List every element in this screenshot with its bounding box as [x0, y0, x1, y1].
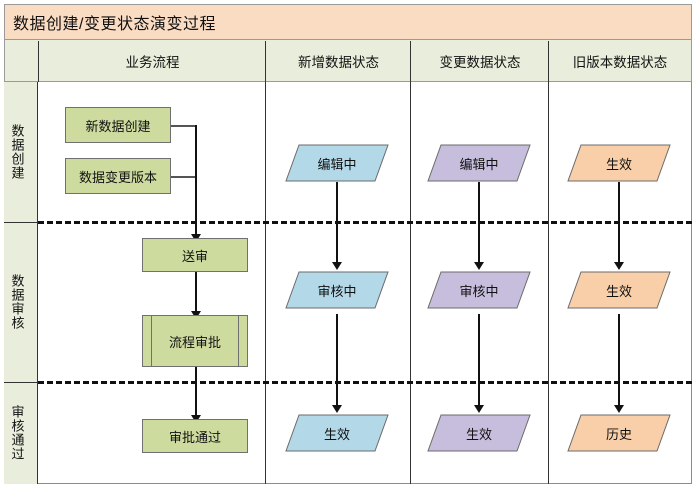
lane-label-approved: 审核通过: [9, 405, 25, 461]
state-node-old-version-active[interactable]: 生效: [567, 144, 671, 182]
edge-songshen-to-shenpi: [195, 271, 197, 315]
arrowhead-s3-s6: [614, 262, 624, 270]
edge-s1-to-s4: [336, 182, 338, 266]
diagram-title: 数据创建/变更状态演变过程: [13, 16, 216, 33]
arrowhead-s2-s5: [474, 262, 484, 270]
arrowhead-s5-s8: [474, 405, 484, 413]
column-header-changed-data: 变更数据状态: [439, 54, 521, 70]
edge-s5-to-s8: [478, 314, 480, 409]
process-node-workflow-approval[interactable]: 流程审批: [142, 315, 248, 367]
column-header-row: 业务流程 新增数据状态 变更数据状态 旧版本数据状态: [4, 40, 692, 82]
lane-separator-solid-2: [4, 382, 38, 383]
lane-label-review: 数据审核: [9, 274, 25, 330]
edge-n2-to-merge: [171, 176, 197, 178]
edge-shenpi-to-tongguo: [195, 367, 197, 419]
edge-n1-to-merge: [171, 125, 197, 127]
body-divider-process: [265, 82, 266, 484]
edge-s6-to-s9: [618, 314, 620, 409]
header-divider-3: [410, 41, 411, 82]
diagram-title-bar: 数据创建/变更状态演变过程: [4, 4, 692, 40]
header-divider-1: [38, 41, 39, 82]
column-header-process: 业务流程: [125, 54, 180, 70]
lane-label-create: 数据创建: [9, 124, 25, 180]
lane-separator-solid-1: [4, 222, 38, 223]
lane-divider-dashed-2: [38, 381, 692, 384]
header-divider-4: [548, 41, 549, 82]
arrowhead-s6-s9: [614, 405, 624, 413]
column-header-new-data: 新增数据状态: [298, 54, 379, 70]
header-divider-2: [265, 41, 266, 82]
process-node-approval-passed[interactable]: 审批通过: [142, 419, 248, 453]
edge-merge-to-songshen: [195, 125, 197, 238]
lane-label-column: [4, 82, 38, 484]
process-node-data-change-version[interactable]: 数据变更版本: [65, 158, 171, 194]
state-node-changed-data-editing[interactable]: 编辑中: [427, 144, 531, 182]
body-divider-changed-data: [548, 82, 549, 484]
process-node-new-data-create[interactable]: 新数据创建: [65, 107, 171, 143]
state-node-changed-data-reviewing[interactable]: 审核中: [427, 271, 531, 309]
state-node-old-version-history[interactable]: 历史: [567, 414, 671, 452]
column-header-lane: [5, 40, 39, 81]
diagram-outer-frame: [4, 4, 692, 484]
edge-s2-to-s5: [478, 182, 480, 266]
process-node-submit-review[interactable]: 送审: [142, 238, 248, 272]
edge-s3-to-s6: [618, 182, 620, 266]
lane-divider-dashed-1: [38, 221, 692, 224]
state-node-changed-data-active[interactable]: 生效: [427, 414, 531, 452]
arrowhead-s4-s7: [332, 405, 342, 413]
arrowhead-s1-s4: [332, 262, 342, 270]
body-divider-new-data: [410, 82, 411, 484]
state-node-new-data-editing[interactable]: 编辑中: [285, 144, 389, 182]
state-node-new-data-reviewing[interactable]: 审核中: [285, 271, 389, 309]
state-node-new-data-active[interactable]: 生效: [285, 414, 389, 452]
edge-s4-to-s7: [336, 314, 338, 409]
state-node-old-version-active-review[interactable]: 生效: [567, 271, 671, 309]
column-header-old-version: 旧版本数据状态: [572, 54, 668, 70]
